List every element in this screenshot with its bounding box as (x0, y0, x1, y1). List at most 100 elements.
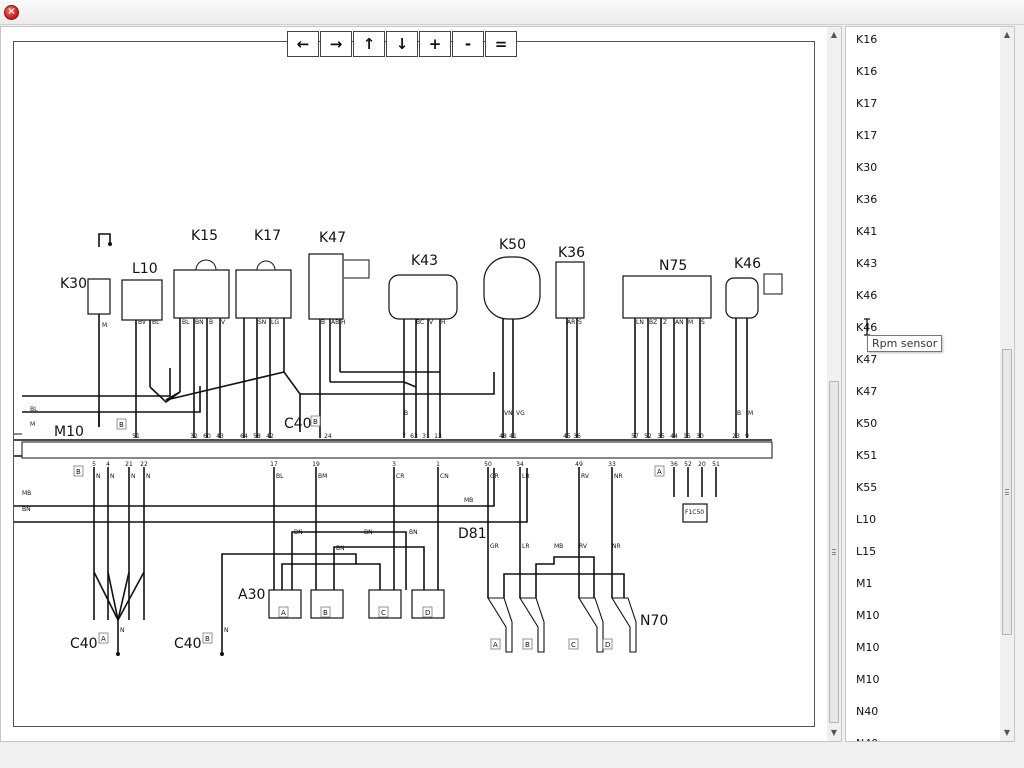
list-item[interactable]: K47 (856, 353, 878, 366)
zoom-out-button[interactable]: - (452, 31, 484, 57)
wire-code: B (404, 410, 408, 417)
wire-code: GR (490, 543, 499, 550)
list-item[interactable]: K51 (856, 449, 878, 462)
connector-tag-box (73, 465, 84, 477)
diagram-scroll-thumb[interactable] (829, 381, 839, 723)
list-item[interactable]: M1 (856, 577, 873, 590)
arrow-right-button[interactable]: → (320, 31, 352, 57)
wiring-diagram: K30L10K15K17K47K43K50K36N75K46M10C40D81A… (14, 228, 783, 656)
pin-number: 45 (563, 433, 571, 440)
list-item[interactable]: L15 (856, 545, 877, 558)
list-item[interactable]: K17 (856, 129, 878, 142)
wire-code: MB (22, 490, 31, 497)
list-item[interactable]: N40 (856, 734, 878, 741)
list-scrollbar[interactable]: ▲ ▼ (1000, 27, 1014, 741)
connector-tag: D (605, 641, 610, 649)
wire-code: SN (258, 319, 266, 326)
list-item[interactable]: L10 (856, 513, 877, 526)
pin-number: 35 (657, 433, 665, 440)
wire-code: BN (409, 529, 418, 536)
connector-tag-box (522, 638, 533, 650)
wire-code: VG (516, 410, 525, 417)
pin-number: 49 (575, 461, 583, 468)
arrow-down-button[interactable]: ↓ (386, 31, 418, 57)
connector-tag-box (98, 632, 109, 644)
wire-code: S (701, 319, 705, 326)
pin-number: 51 (712, 461, 720, 468)
list-item[interactable]: K46 (856, 289, 878, 302)
wire-code: RV (581, 473, 590, 480)
list-item[interactable]: K36 (856, 193, 878, 206)
zoom-in-button[interactable]: + (419, 31, 451, 57)
wire-code: AB (331, 319, 339, 326)
connector-tag-box (116, 418, 127, 430)
wire-code: N (131, 473, 136, 480)
pin-number: 19 (312, 461, 320, 468)
list-item[interactable]: K17 (856, 97, 878, 110)
wire-code: N (224, 627, 229, 634)
wire-code: BZ (649, 319, 657, 326)
wire-code: VN (504, 410, 513, 417)
diagram-scrollbar[interactable]: ▲ ▼ (827, 27, 841, 741)
pin-number: 63 (410, 433, 418, 440)
close-button[interactable]: × (4, 5, 19, 20)
connector-tag-box (320, 606, 331, 618)
connector-tag: A (493, 641, 498, 649)
wire-code: M (688, 319, 693, 326)
list-item[interactable]: M10 (856, 609, 880, 622)
list-item[interactable]: K50 (856, 417, 878, 430)
pin-number: 4 (106, 461, 110, 468)
pin-number: 7 (402, 433, 406, 440)
wire-code: RV (579, 543, 588, 550)
list-scroll-thumb[interactable] (1002, 349, 1012, 635)
grip-icon (832, 549, 836, 555)
wire-code: MB (554, 543, 563, 550)
list-item[interactable]: K43 (856, 257, 878, 270)
wire-code: BN (336, 545, 345, 552)
wire-code: BL (152, 319, 160, 326)
component-label-c40: C40 (284, 416, 312, 432)
text-cursor-icon (864, 318, 870, 336)
wire-code: BN (294, 529, 303, 536)
arrow-up-button[interactable]: ↑ (353, 31, 385, 57)
wire-code: M (30, 421, 35, 428)
pin-number: 31 (422, 433, 430, 440)
wire-code: N (110, 473, 115, 480)
scroll-up-arrow-icon[interactable]: ▲ (830, 30, 838, 39)
list-item[interactable]: K55 (856, 481, 878, 494)
wire-code: S (578, 319, 582, 326)
connector-tag: C (381, 609, 386, 617)
list-item[interactable]: N40 (856, 705, 879, 718)
wire-code: BL (30, 406, 38, 413)
wire-code: CR (396, 473, 404, 480)
pin-number: 24 (324, 433, 332, 440)
connector-tag: A (281, 609, 286, 617)
wire-code: B (737, 410, 741, 417)
fit-button[interactable]: = (485, 31, 517, 57)
list-item[interactable]: K30 (856, 161, 878, 174)
status-bar (0, 742, 1024, 768)
connector-tag: C (571, 641, 576, 649)
arrow-left-button[interactable]: ← (287, 31, 319, 57)
scroll-up-arrow-icon[interactable]: ▲ (1003, 30, 1011, 39)
scroll-down-arrow-icon[interactable]: ▼ (1003, 728, 1011, 737)
list-item[interactable]: K16 (856, 65, 878, 78)
wire-code: NR (612, 543, 621, 550)
connector-tag-box (202, 632, 213, 644)
wire-code: Z (663, 319, 667, 326)
list-item[interactable]: M10 (856, 641, 880, 654)
pin-number: 58 (253, 433, 261, 440)
list-item[interactable]: K41 (856, 225, 878, 238)
wire-code: V (429, 319, 434, 326)
scroll-down-arrow-icon[interactable]: ▼ (830, 728, 838, 737)
list-item[interactable]: K16 (856, 33, 878, 46)
list-item[interactable]: K47 (856, 385, 878, 398)
pin-number: 1 (436, 461, 440, 468)
wire-code: B (209, 319, 213, 326)
list-item[interactable]: M10 (856, 673, 880, 686)
component-label-k15: K15 (191, 228, 218, 244)
pin-number: 60 (203, 433, 211, 440)
